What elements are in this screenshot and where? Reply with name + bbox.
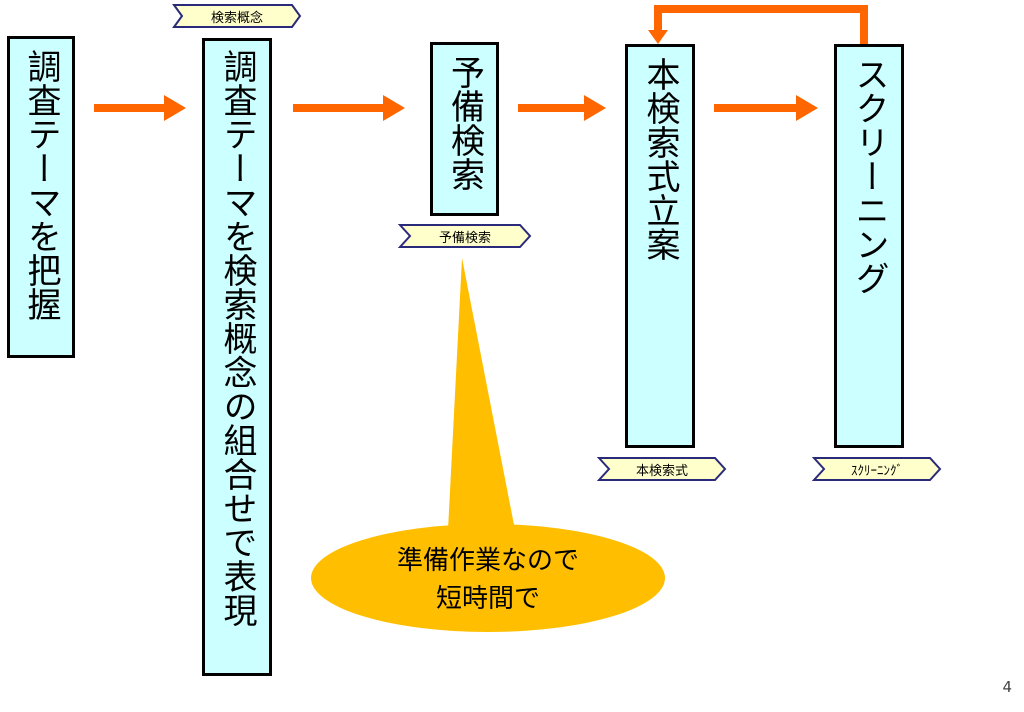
tag-screening: ｽｸﾘｰﾆﾝｸﾞ bbox=[812, 456, 942, 482]
tag-shape bbox=[597, 457, 727, 481]
step-label-preliminary: 予備検索 bbox=[444, 55, 485, 191]
tag-search-concepts: 検索概念 bbox=[172, 3, 302, 29]
tag-label: ｽｸﾘｰﾆﾝｸﾞ bbox=[851, 463, 903, 479]
flow-arrow-1 bbox=[94, 95, 186, 121]
tag-label: 本検索式 bbox=[635, 463, 688, 479]
tag-main-query: 本検索式 bbox=[597, 456, 727, 482]
flow-arrow-2 bbox=[293, 95, 405, 121]
step-label-concepts: 調査テーマを検索概念の組合せで表現 bbox=[217, 49, 257, 627]
step-box-theme: 調査テーマを把握 bbox=[7, 36, 75, 358]
step-label-theme: 調査テーマを把握 bbox=[21, 49, 61, 321]
tag-preliminary: 予備検索 bbox=[398, 223, 532, 249]
tag-shape bbox=[812, 457, 942, 481]
callout-line-2: 短時間で bbox=[435, 584, 540, 614]
callout-line-1: 準備作業なので bbox=[396, 546, 579, 576]
step-label-main-query: 本検索式立案 bbox=[640, 57, 680, 261]
tag-shape bbox=[398, 224, 532, 248]
step-box-concepts: 調査テーマを検索概念の組合せで表現 bbox=[202, 38, 272, 676]
flow-arrow-4 bbox=[714, 95, 818, 121]
step-label-screening: スクリーニング bbox=[849, 57, 889, 295]
step-box-screening: スクリーニング bbox=[834, 44, 904, 448]
page-number: 4 bbox=[1002, 678, 1012, 696]
tag-label: 予備検索 bbox=[438, 230, 491, 246]
flow-arrow-3 bbox=[518, 95, 606, 121]
step-box-main-query: 本検索式立案 bbox=[625, 44, 695, 448]
step-box-preliminary: 予備検索 bbox=[430, 42, 499, 216]
tag-shape bbox=[172, 4, 302, 28]
callout-text-block: 準備作業なので 短時間で bbox=[311, 532, 665, 624]
tag-label: 検索概念 bbox=[210, 10, 263, 26]
